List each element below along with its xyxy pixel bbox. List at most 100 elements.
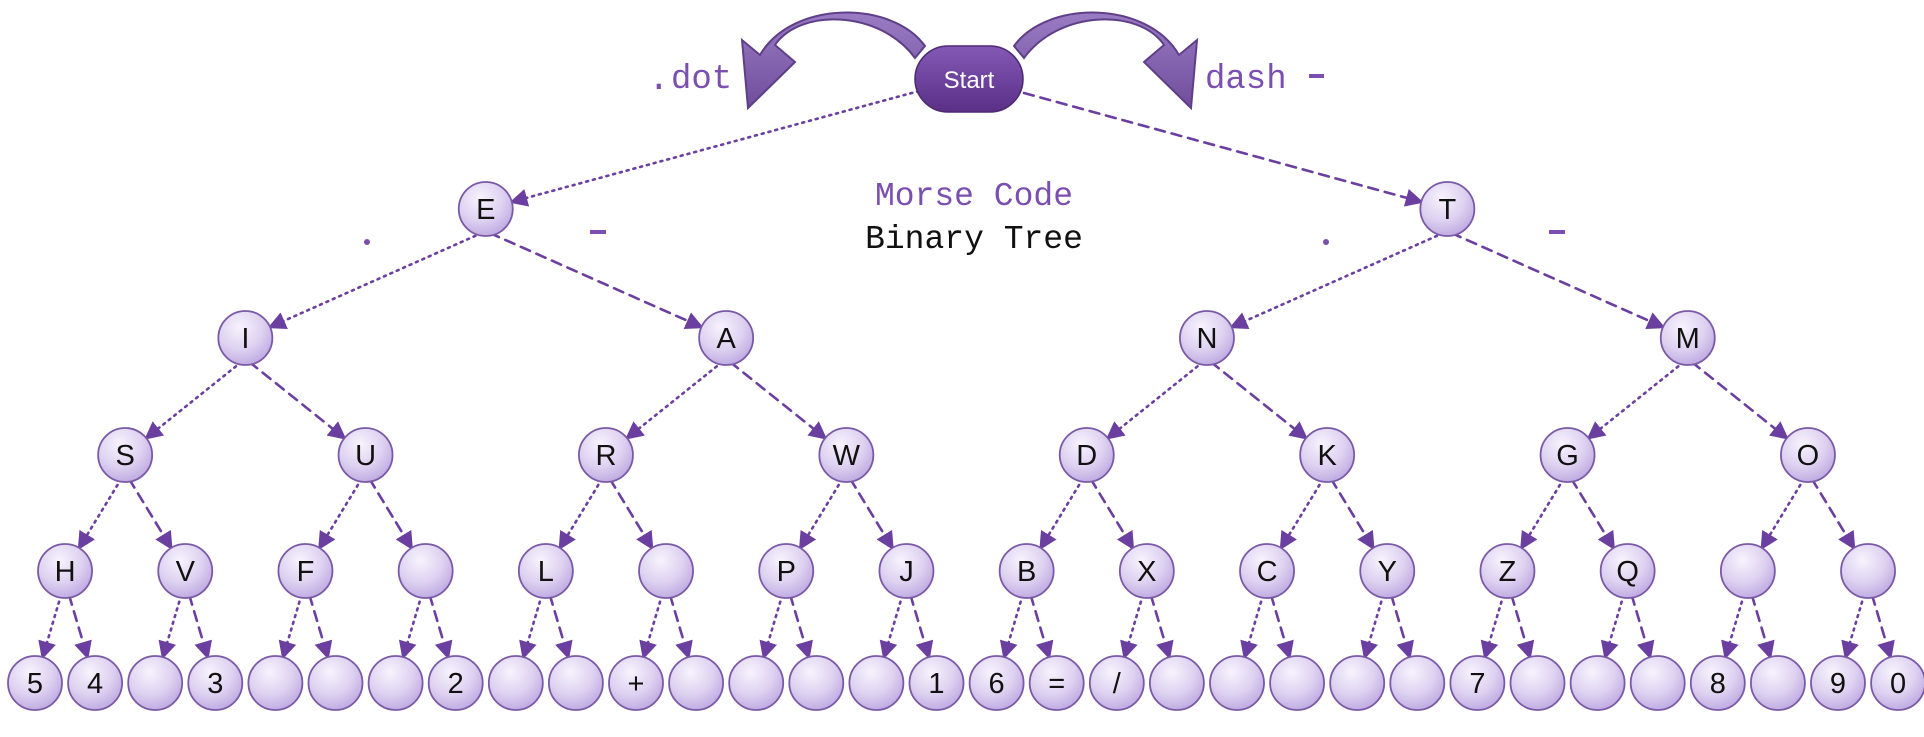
tree-node: 9: [1810, 655, 1866, 711]
edge-dot: [1229, 231, 1445, 330]
legend-dash-word: dash: [1205, 61, 1287, 99]
tree-node: U: [337, 427, 394, 483]
node-label: W: [833, 440, 861, 472]
node-circle: [1209, 655, 1265, 711]
edge-dot: [1360, 593, 1385, 660]
tree-node: O: [1780, 427, 1836, 483]
tree-node: [307, 655, 364, 711]
node-circle: [788, 655, 845, 711]
node-circle: [97, 427, 154, 483]
node-circle: [1359, 543, 1416, 599]
node-circle: [698, 310, 755, 366]
edge-dot: [879, 593, 904, 660]
node-label: /: [1113, 668, 1122, 700]
tree-node: S: [97, 427, 154, 483]
node-label: B: [1017, 556, 1036, 588]
edge-dash: [187, 593, 212, 660]
edge-dash: [608, 477, 654, 551]
edge-dot: [318, 477, 363, 551]
node-label: 0: [1890, 668, 1906, 700]
edge-dot: [38, 593, 63, 660]
tree-node: [1509, 655, 1566, 711]
tree-node: [668, 655, 724, 711]
edge-start-to-e: [509, 89, 921, 207]
dash-direction-arrow: [1012, 11, 1199, 111]
tree-node: 2: [427, 655, 484, 711]
node-label: H: [55, 556, 76, 588]
node-circle: [1179, 310, 1235, 366]
node-circle: [578, 427, 634, 483]
edge-dash: [368, 477, 413, 551]
tree-node: [1389, 655, 1446, 711]
edge-dot: [759, 593, 784, 660]
edge-dash: [1750, 593, 1775, 660]
node-label: Q: [1616, 556, 1639, 588]
node-circle: [1659, 310, 1716, 366]
tree-node: 7: [1449, 655, 1506, 711]
tree-node: [487, 655, 544, 711]
node-label: A: [716, 323, 736, 355]
tree-node: [1209, 655, 1265, 711]
edge-dot: [77, 477, 123, 551]
node-label: +: [628, 668, 645, 700]
node-circle: [517, 543, 574, 599]
tree-node: [1750, 655, 1806, 711]
node-label: F: [297, 556, 315, 588]
node-circle: [247, 655, 304, 711]
tree-node: B: [998, 543, 1055, 599]
edge-dash: [668, 593, 693, 660]
node-label: T: [1438, 194, 1456, 226]
node-label: 7: [1469, 668, 1485, 700]
start-label: Start: [944, 67, 995, 94]
legend-dot-symbol: .: [648, 59, 670, 100]
e-branch-dot-mark: [364, 239, 370, 245]
node-circle: [998, 543, 1055, 599]
node-label: V: [176, 556, 196, 588]
node-circle: [1840, 543, 1896, 599]
e-branch-dash-mark: [590, 230, 606, 234]
edge-dot: [1520, 477, 1565, 551]
tree-node: J: [878, 543, 935, 599]
tree-node: 4: [67, 655, 123, 711]
edge-dot: [558, 477, 604, 551]
edge-dash: [1810, 477, 1856, 551]
node-label: N: [1196, 323, 1217, 355]
tree-node: X: [1118, 543, 1175, 599]
node-circle: [217, 310, 274, 366]
node-circle: [1870, 655, 1924, 711]
edge-dash: [548, 593, 573, 660]
node-label: C: [1257, 556, 1278, 588]
tree-node: F: [277, 543, 334, 599]
tree-node: N: [1179, 310, 1235, 366]
edge-dash: [1630, 593, 1655, 660]
node-label: P: [777, 556, 796, 588]
tree-node: [548, 655, 604, 711]
edge-dash: [909, 593, 934, 660]
start-node: Start: [914, 45, 1024, 113]
node-label: L: [538, 556, 554, 588]
tree-node: D: [1058, 427, 1115, 483]
edge-dot: [267, 231, 484, 330]
tree-node: Q: [1599, 543, 1656, 599]
edge-dot: [999, 593, 1024, 660]
edge-dash: [488, 231, 704, 330]
node-label: I: [241, 323, 249, 355]
node-circle: [1329, 655, 1386, 711]
node-label: 6: [989, 668, 1005, 700]
node-circle: [337, 427, 394, 483]
tree-node: H: [37, 543, 93, 599]
node-circle: [427, 655, 484, 711]
edge-dash: [1329, 477, 1375, 551]
edge-dot: [1600, 593, 1625, 660]
tree-node: [1569, 655, 1626, 711]
tree-node: W: [818, 427, 875, 483]
tree-node: R: [578, 427, 634, 483]
edge-dot: [1039, 477, 1085, 551]
edge-dot: [1240, 593, 1265, 660]
node-circle: [818, 427, 875, 483]
node-circle: [548, 655, 604, 711]
node-circle: [968, 655, 1025, 711]
edge-dash: [849, 477, 894, 551]
node-circle: [1299, 427, 1356, 483]
